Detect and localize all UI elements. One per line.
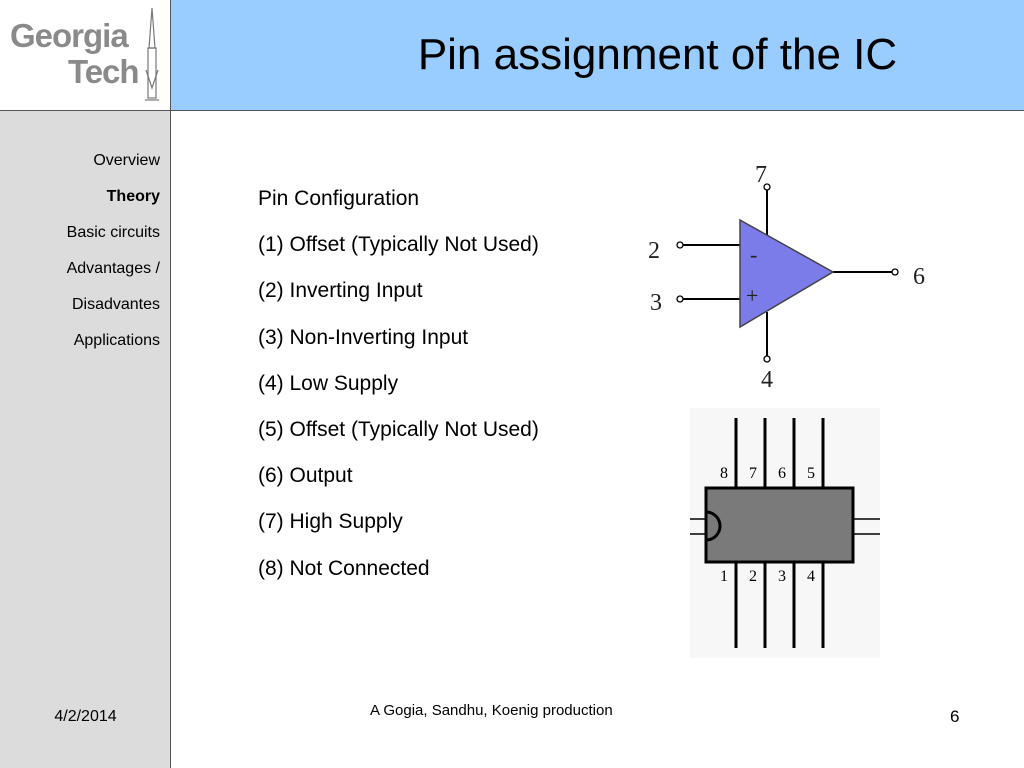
pin-number: 8 [720,465,728,482]
pin-config-item: (4) Low Supply [258,371,399,395]
sidebar-item-basic-circuits[interactable]: Basic circuits [66,224,160,241]
pin-terminal [676,295,684,303]
pin-number: 7 [749,465,757,482]
pin1-notch [705,510,722,542]
pin-config-item: (6) Output [258,464,353,488]
pin-label-2: 2 [648,238,660,264]
pin-label-4: 4 [761,367,773,392]
pin-number: 1 [720,568,728,585]
sidebar-item-applications[interactable]: Applications [73,332,160,349]
logo-line-2: Tech [68,53,140,90]
bottom-pin-leads [734,562,825,648]
sidebar-item-advantages[interactable]: Advantages / [66,260,160,277]
sidebar-item-overview[interactable]: Overview [93,152,160,169]
page-number: 6 [950,707,960,726]
logo-line-1: Georgia [10,17,129,54]
pin-config-item: (3) Non-Inverting Input [258,325,469,349]
pin-terminal [891,268,899,276]
pin-label-3: 3 [650,290,662,316]
top-pin-leads [734,418,825,488]
pin-config-heading: Pin Configuration [258,187,420,210]
pin-number: 3 [778,568,786,585]
pin-config-item: (1) Offset (Typically Not Used) [258,233,539,257]
sidebar-nav: Overview Theory Basic circuits Advantage… [67,143,160,359]
pin-number: 2 [749,568,757,585]
dip-8-package: 8 7 6 5 1 2 3 4 [690,408,880,658]
non-inverting-sign: + [746,283,758,308]
pin-config-item: (7) High Supply [258,510,403,534]
sidebar-item-theory[interactable]: Theory [106,188,160,205]
op-amp-triangle [739,218,835,329]
sidebar-item-disadvantages[interactable]: Disadvantes [71,296,160,313]
inverting-sign: - [750,242,757,267]
georgia-tech-logo: Georgia Tech [0,0,171,111]
pin-terminal [676,241,684,249]
pin-label-7: 7 [755,162,767,188]
footer-credit: A Gogia, Sandhu, Koenig production [370,702,613,719]
pin-configuration-list: Pin Configuration (1) Offset (Typically … [258,176,539,592]
pin-number: 4 [807,568,815,585]
pin-config-item: (8) Not Connected [258,556,430,580]
slide-header: Pin assignment of the IC [171,0,1024,111]
campanile-icon [145,8,159,101]
pin-number: 6 [778,465,786,482]
pin-terminal [763,183,771,191]
pin-label-6: 6 [913,264,925,290]
ic-body [704,486,855,564]
slide-date: 4/2/2014 [54,708,117,725]
side-leads [690,518,880,535]
pin-terminal [763,355,771,363]
slide-title: Pin assignment of the IC [417,30,898,79]
logo-wordmark: Georgia Tech [10,17,140,90]
pin-number: 5 [807,465,815,482]
pin-config-item: (5) Offset (Typically Not Used) [258,418,539,442]
sidebar: Overview Theory Basic circuits Advantage… [0,111,171,768]
pin-config-item: (2) Inverting Input [258,279,423,303]
op-amp-symbol: 7 4 2 3 6 - + [648,162,925,392]
